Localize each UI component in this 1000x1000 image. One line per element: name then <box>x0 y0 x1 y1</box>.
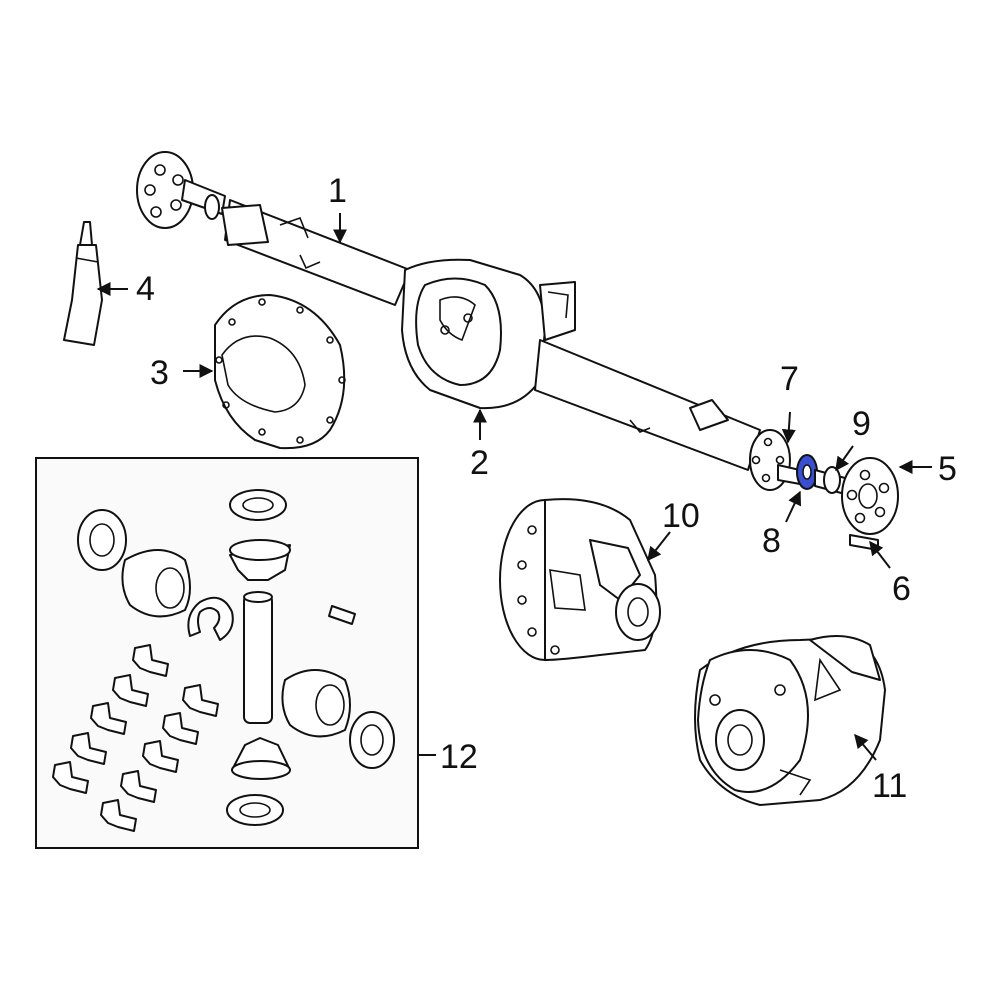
callout-10: 10 <box>662 497 700 535</box>
bolt <box>100 799 137 832</box>
callout-9: 9 <box>852 405 871 443</box>
retaining-clip <box>187 596 234 641</box>
axle-shaft[interactable] <box>841 457 899 535</box>
callout-labels: 1 2 3 4 5 6 7 8 9 10 11 12 <box>136 172 957 805</box>
bolt <box>90 702 127 735</box>
pinion-shaft <box>243 591 273 724</box>
thrust-washer <box>349 711 395 769</box>
bolt <box>132 644 169 677</box>
pinion-gear <box>231 737 291 780</box>
ring-gear-bolts <box>52 644 219 832</box>
bolt <box>112 674 149 707</box>
callout-4: 4 <box>136 270 155 308</box>
pinion-gear <box>229 539 291 581</box>
bolt <box>162 712 199 745</box>
bolt <box>182 684 219 717</box>
bolt <box>120 770 157 803</box>
callout-6: 6 <box>892 570 911 608</box>
limited-slip-differential[interactable] <box>694 635 886 806</box>
callout-7: 7 <box>780 360 799 398</box>
pinion-washer <box>229 489 287 521</box>
differential-gear-kit[interactable] <box>35 457 419 849</box>
lock-pin <box>328 605 356 625</box>
wheel-bearing[interactable] <box>777 454 818 490</box>
differential-case[interactable] <box>499 498 661 661</box>
bolt <box>142 740 179 773</box>
differential-cover[interactable] <box>214 294 346 450</box>
sealant-tube[interactable] <box>63 221 103 346</box>
callout-5: 5 <box>938 450 957 488</box>
thrust-washer <box>77 509 127 571</box>
bolt <box>70 732 107 765</box>
callout-8: 8 <box>762 522 781 560</box>
side-gear <box>121 549 191 618</box>
bearing-retainer[interactable] <box>814 466 846 495</box>
side-gear <box>281 669 351 738</box>
callout-3: 3 <box>150 354 169 392</box>
pinion-washer <box>226 794 284 826</box>
callout-12: 12 <box>440 738 478 776</box>
callout-1: 1 <box>328 172 347 210</box>
leader-lines <box>96 213 932 761</box>
bolt <box>52 761 89 794</box>
callout-2: 2 <box>470 444 489 482</box>
callout-11: 11 <box>872 767 907 805</box>
